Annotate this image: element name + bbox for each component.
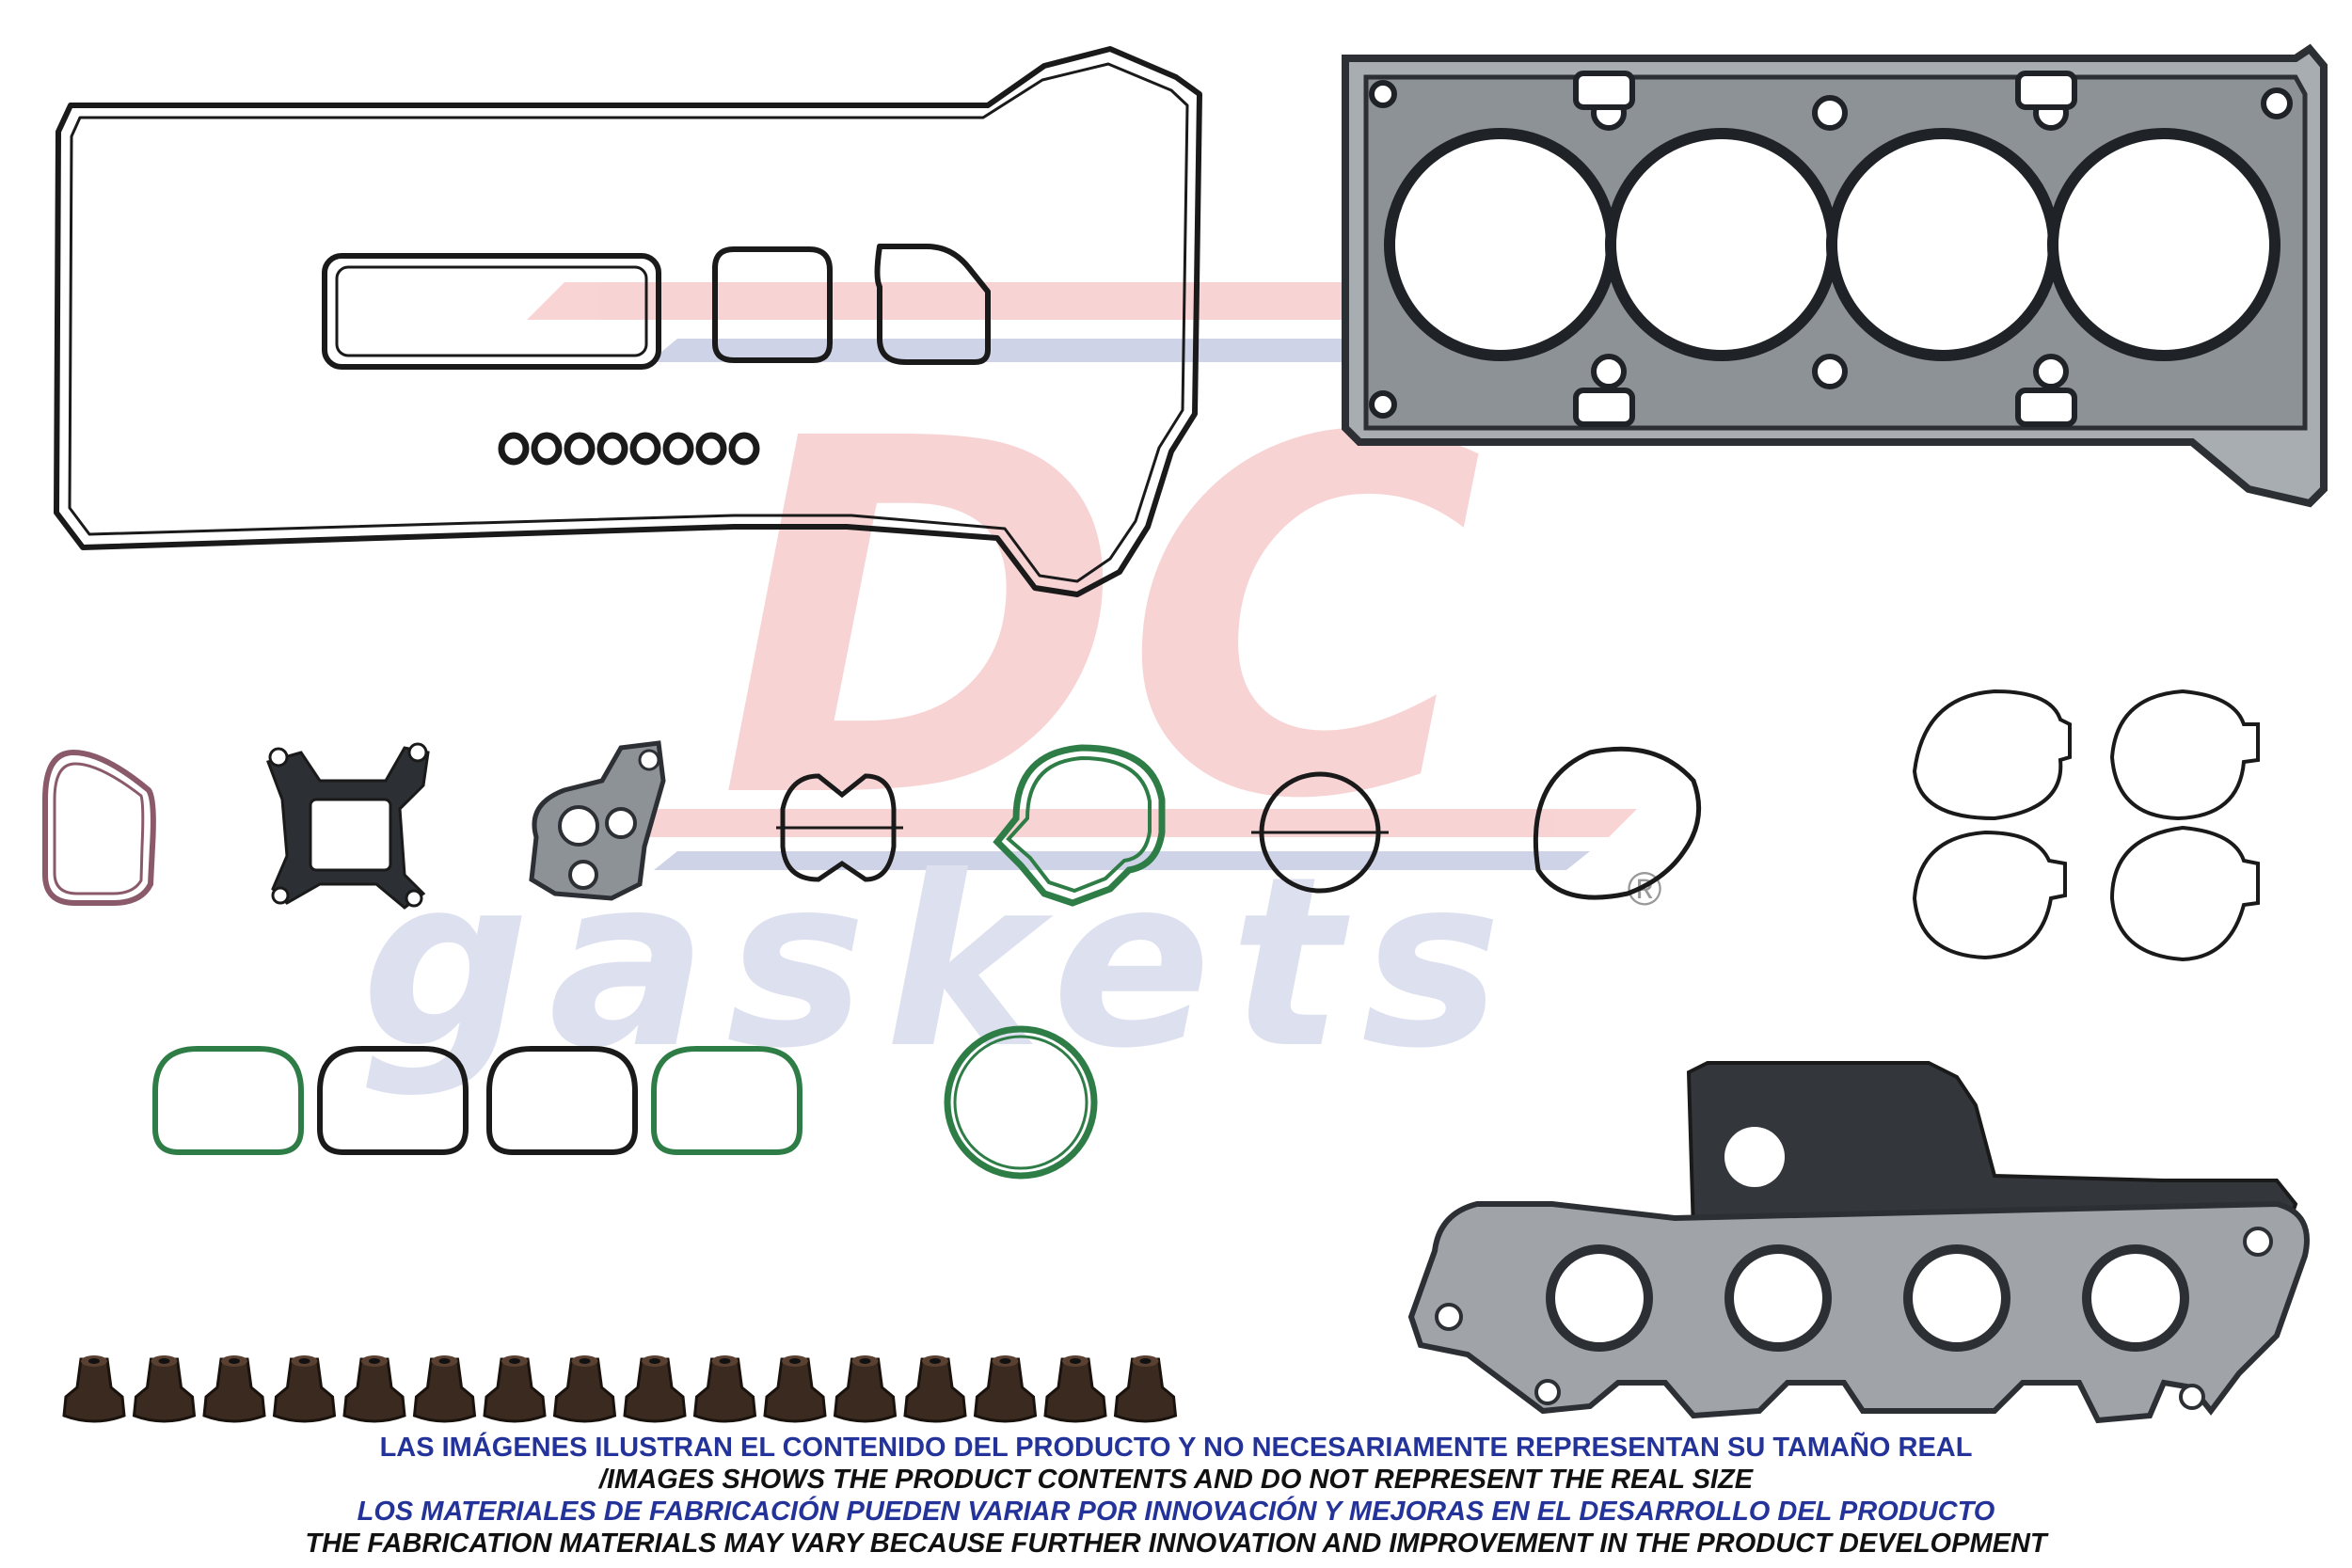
thermostat-gasket xyxy=(42,749,156,906)
disclaimer-english-line: /IMAGES SHOWS THE PRODUCT CONTENTS AND D… xyxy=(598,1465,1754,1495)
valve-stem-seal xyxy=(692,1355,757,1423)
valve-stem-seal xyxy=(62,1355,126,1423)
valve-stem-seal xyxy=(623,1355,687,1423)
oil-filter-adapter-gasket xyxy=(529,740,666,901)
valve-stem-seal xyxy=(833,1355,898,1423)
valve-stem-seal xyxy=(272,1355,337,1423)
valve-stem-seal xyxy=(973,1355,1038,1423)
throttle-body-gaskets xyxy=(1912,689,2260,962)
water-outlet-gasket xyxy=(266,742,430,910)
throttle-o-ring xyxy=(944,1025,1098,1180)
valve-stem-seal xyxy=(132,1355,197,1423)
valve-stem-seal xyxy=(1113,1355,1178,1423)
valve-stem-seal xyxy=(1043,1355,1107,1423)
disclaimer-materials-english-line: THE FABRICATION MATERIALS MAY VARY BECAU… xyxy=(305,1528,2047,1559)
intake-manifold-gaskets xyxy=(152,1046,803,1155)
valve-stem-seal xyxy=(342,1355,406,1423)
exhaust-ports xyxy=(1546,1244,2189,1352)
valve-stem-seal xyxy=(763,1355,827,1423)
round-gasket xyxy=(1251,771,1389,894)
valve-stem-seals xyxy=(62,1355,1178,1423)
valve-stem-seal xyxy=(483,1355,547,1423)
water-pump-gasket xyxy=(993,744,1166,907)
intake-gasket-4 xyxy=(651,1046,803,1155)
valve-cover-gasket xyxy=(54,46,1202,597)
bolt-holes xyxy=(1369,71,2293,427)
disclaimer-materials-spanish-line: LOS MATERIALES DE FABRICACIÓN PUEDEN VAR… xyxy=(357,1497,1995,1527)
registered-mark: ® xyxy=(1628,863,1662,915)
intake-gasket-3 xyxy=(486,1046,638,1155)
double-port-gasket xyxy=(776,773,903,882)
timing-cover-gasket xyxy=(1533,746,1702,900)
cam-seal-gasket-left xyxy=(712,246,833,363)
valve-stem-seal xyxy=(202,1355,266,1423)
valve-stem-seal xyxy=(552,1355,617,1423)
intake-gasket-2 xyxy=(317,1046,469,1155)
valve-stem-seal xyxy=(412,1355,477,1423)
disclaimer-spanish-line: LAS IMÁGENES ILUSTRAN EL CONTENIDO DEL P… xyxy=(379,1433,1973,1463)
plug-seal-gasket xyxy=(322,253,661,370)
exhaust-manifold-gasket xyxy=(1407,1061,2310,1424)
intake-gasket-1 xyxy=(152,1046,304,1155)
o-rings xyxy=(498,432,760,466)
cam-seal-gasket-right xyxy=(874,244,991,365)
valve-stem-seal xyxy=(903,1355,967,1423)
cylinder-bores xyxy=(1384,128,2280,361)
cylinder-head-gasket xyxy=(1342,43,2328,508)
